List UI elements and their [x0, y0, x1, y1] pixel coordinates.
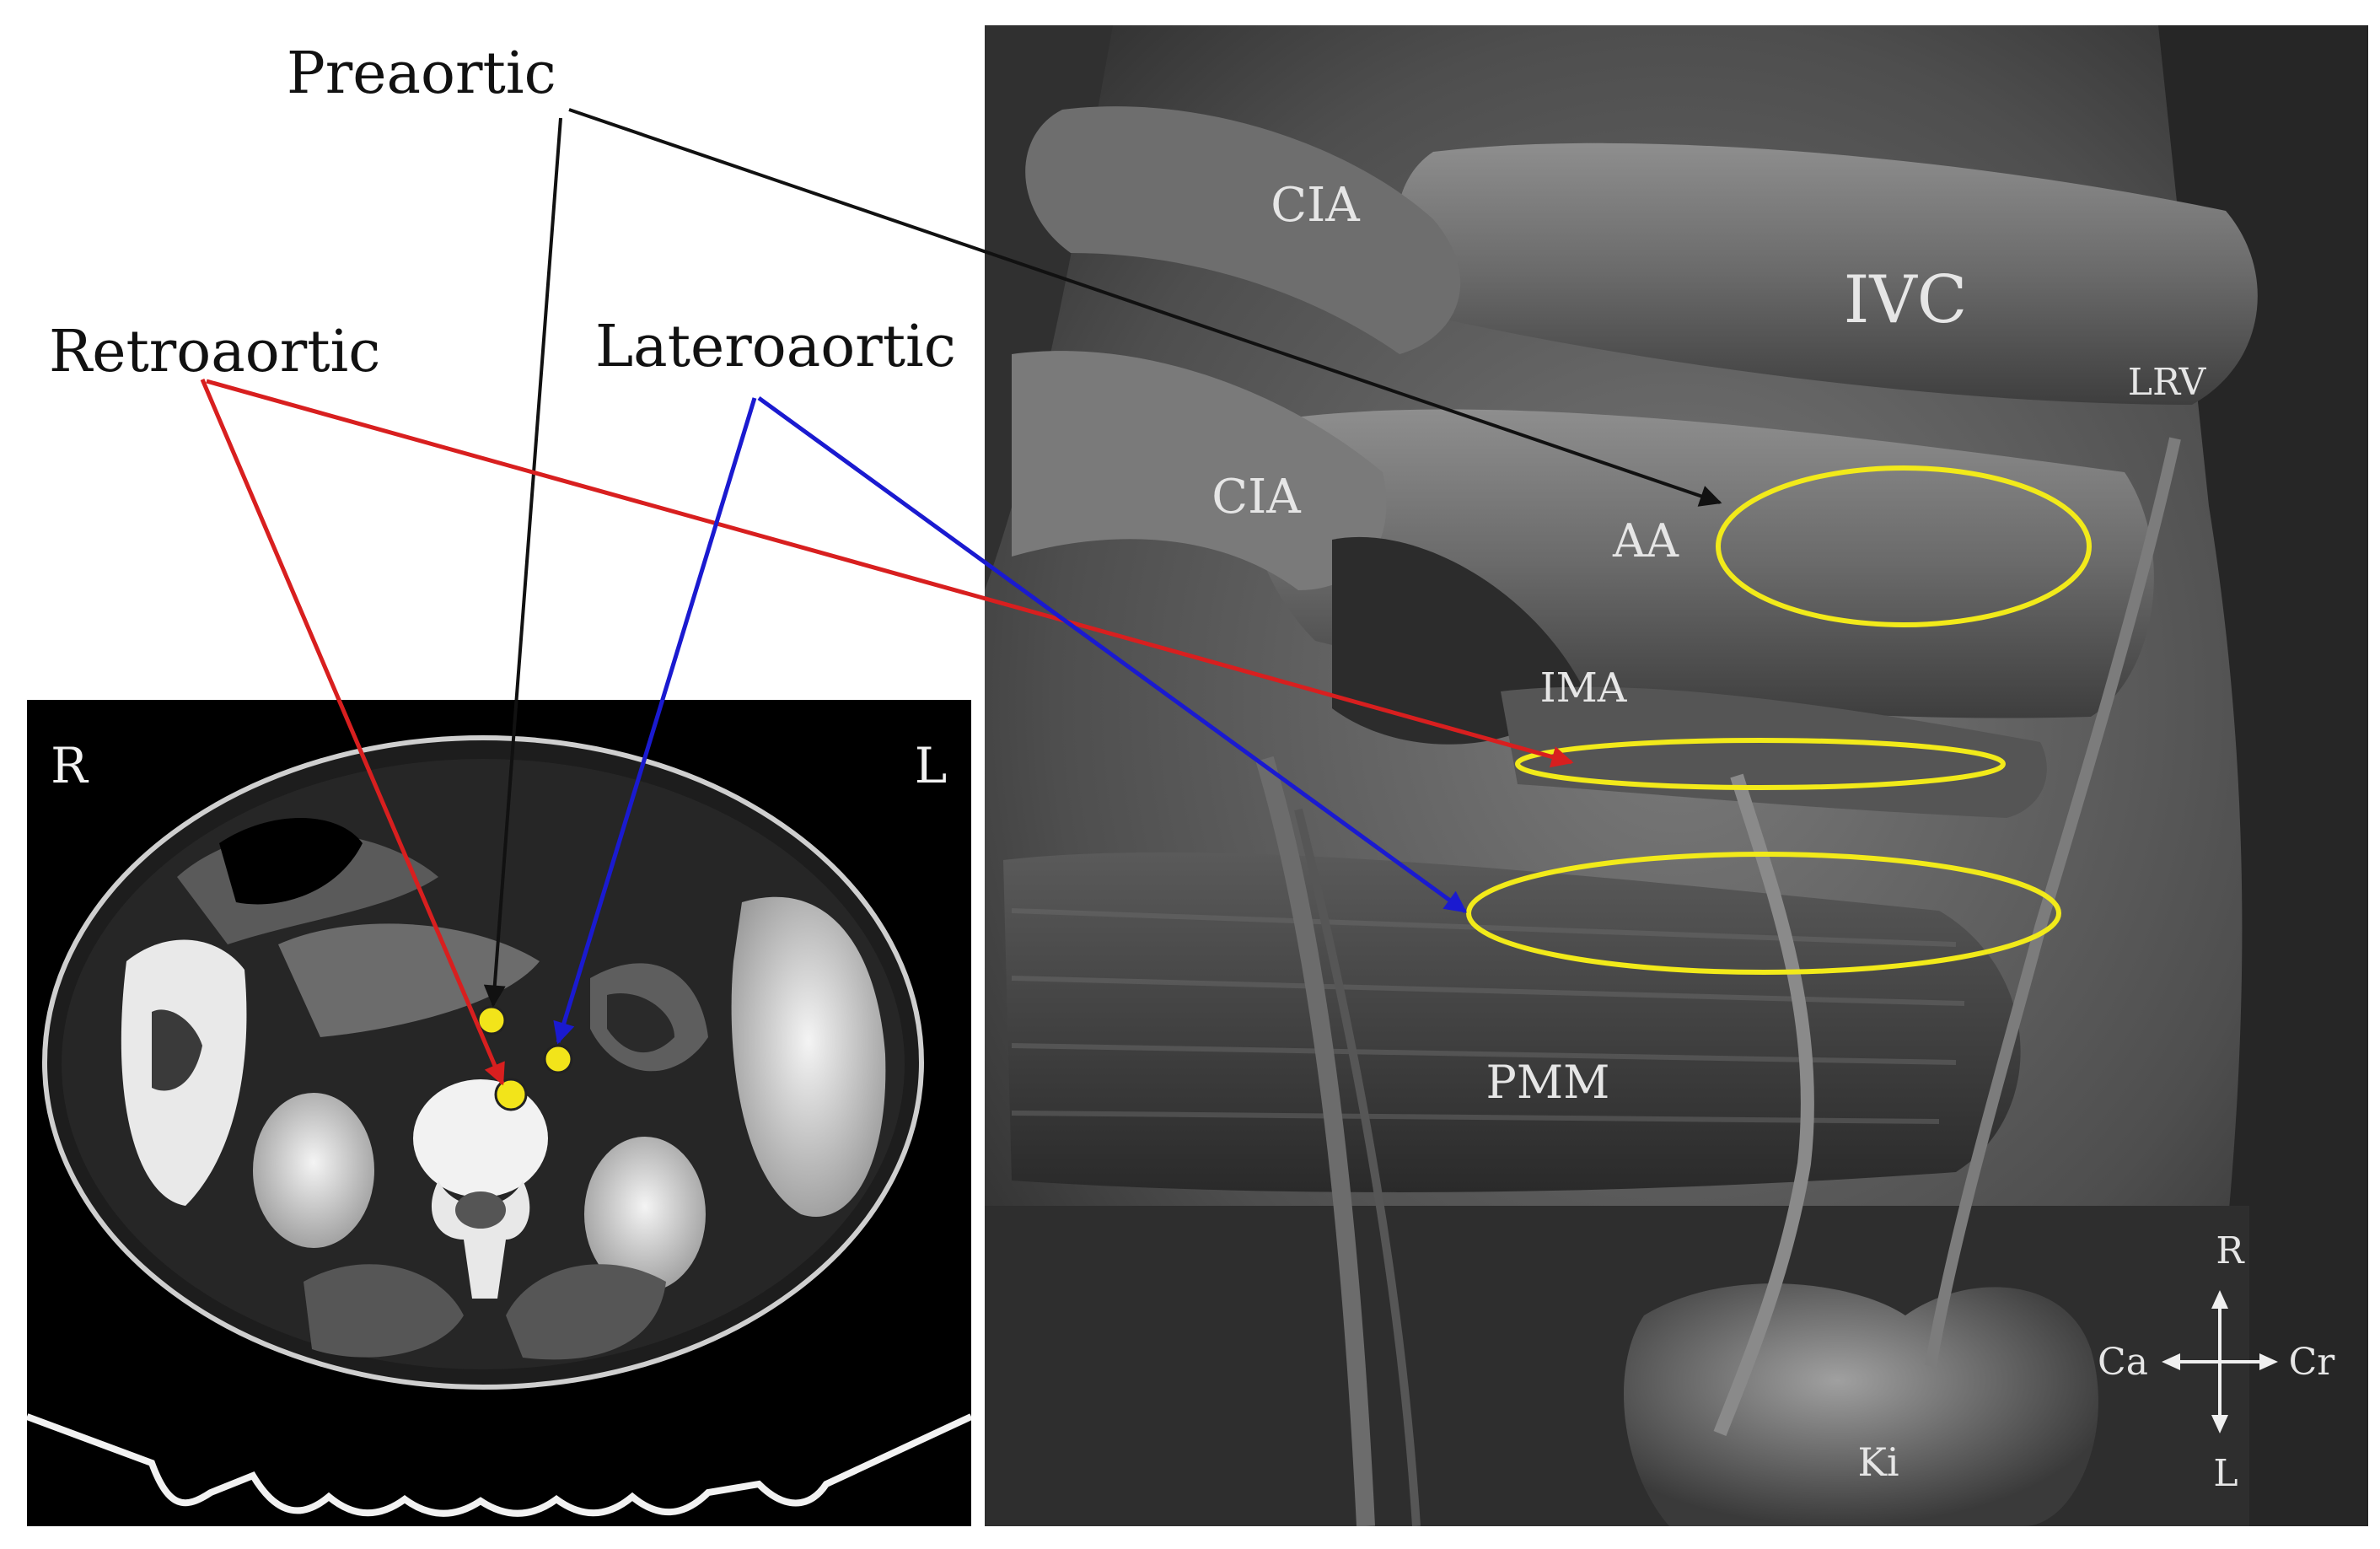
- preaortic-node-marker: [476, 1005, 507, 1035]
- preaortic-label: Preaortic: [287, 40, 556, 107]
- lateroaortic-node-marker: [543, 1044, 573, 1074]
- compass-right-label: Cr: [2289, 1341, 2336, 1384]
- label-ima: IMA: [1540, 664, 1628, 712]
- compass-bottom-label: L: [2213, 1452, 2238, 1495]
- compass-left-label: Ca: [2098, 1341, 2148, 1384]
- retroaortic-label: Retroaortic: [49, 319, 380, 385]
- lateroaortic-label: Lateroaortic: [595, 314, 956, 380]
- label-cia-lower: CIA: [1211, 470, 1301, 524]
- lateroaortic-arrow-to-ct: [553, 397, 757, 1045]
- ct-left-marker: L: [915, 737, 948, 794]
- lateroaortic-arrow-to-photo: [757, 395, 1468, 914]
- label-cia-upper: CIA: [1271, 178, 1360, 233]
- cadaver-photo: [985, 25, 2368, 1526]
- retroaortic-arrow-to-photo: [206, 379, 1574, 768]
- lateroaortic-region-ellipse: [1466, 852, 2061, 975]
- label-lrv: LRV: [2128, 361, 2207, 404]
- label-pmm: PMM: [1486, 1056, 1610, 1109]
- preaortic-region-ellipse: [1716, 465, 2092, 627]
- label-aa: AA: [1612, 514, 1679, 567]
- retroaortic-arrow-to-ct: [200, 379, 505, 1086]
- retroaortic-region-ellipse: [1515, 738, 2006, 790]
- preaortic-arrow-to-photo: [568, 108, 1722, 507]
- orientation-compass: R L Ca Cr: [2098, 1229, 2335, 1495]
- preaortic-arrow-to-ct: [483, 117, 562, 1008]
- label-ivc: IVC: [1844, 262, 1968, 338]
- ct-right-marker: R: [51, 737, 89, 794]
- label-ki: Ki: [1857, 1439, 1899, 1485]
- compass-top-label: R: [2216, 1229, 2245, 1272]
- ct-scan-panel: [27, 700, 971, 1526]
- retroaortic-node-marker: [494, 1078, 528, 1111]
